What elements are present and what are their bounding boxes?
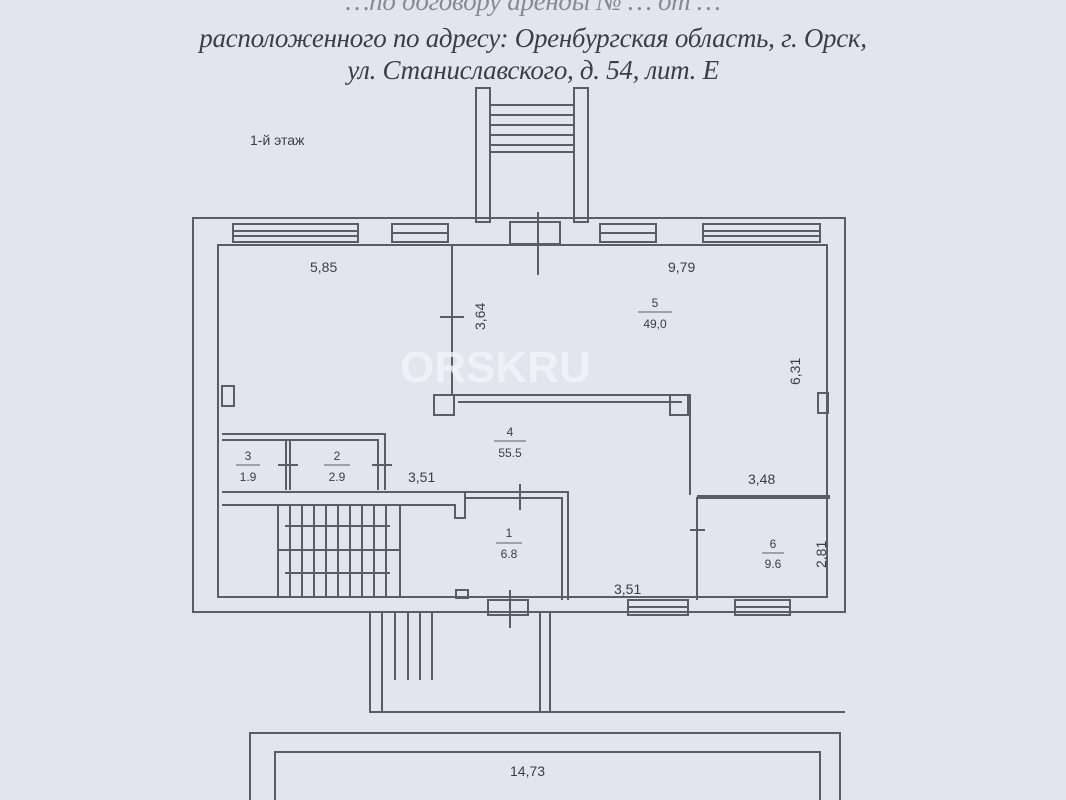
svg-text:1: 1 — [506, 526, 513, 540]
room-4: 455.5 — [494, 425, 526, 460]
inner-wall — [217, 244, 828, 598]
svg-text:6: 6 — [770, 537, 777, 551]
room-1: 16.8 — [496, 526, 522, 561]
watermark: ORSKRU — [400, 343, 591, 392]
room-5: 549,0 — [638, 296, 672, 331]
bottom-porch — [369, 612, 845, 713]
svg-text:5: 5 — [652, 296, 659, 310]
lower-building — [249, 732, 841, 800]
svg-text:55.5: 55.5 — [498, 446, 522, 460]
svg-text:1.9: 1.9 — [240, 470, 257, 484]
partition-walls — [446, 245, 698, 600]
dim-room6-height: 2,81 — [813, 541, 829, 568]
dim-corridor: 3,51 — [408, 469, 435, 485]
dim-right-side: 6,31 — [787, 358, 803, 385]
svg-text:3: 3 — [245, 449, 252, 463]
header-line-3: ул. Станиславского, д. 54, лит. Е — [347, 55, 719, 85]
dim-bottom: 3,51 — [614, 581, 641, 597]
dim-room6-width: 3,48 — [748, 471, 775, 487]
header-line-1: …по договору аренды № … от … — [345, 0, 721, 16]
svg-text:6.8: 6.8 — [501, 547, 518, 561]
dim-top-left: 5,85 — [310, 259, 337, 275]
svg-text:4: 4 — [507, 425, 514, 439]
svg-text:49,0: 49,0 — [643, 317, 667, 331]
windows-top — [232, 212, 821, 275]
room-3: 31.9 — [236, 449, 260, 484]
outer-wall — [192, 217, 846, 613]
header-line-2: расположенного по адресу: Оренбургская о… — [199, 23, 867, 53]
room-2: 22.9 — [324, 449, 350, 484]
svg-text:9.6: 9.6 — [765, 557, 782, 571]
dim-top-right: 9,79 — [668, 259, 695, 275]
interior-stair — [277, 505, 400, 597]
svg-text:2: 2 — [334, 449, 341, 463]
top-staircase — [475, 87, 589, 223]
svg-text:2.9: 2.9 — [329, 470, 346, 484]
room-6: 69.6 — [762, 537, 784, 571]
floor-label: 1-й этаж — [250, 132, 305, 148]
dim-lower-building: 14,73 — [510, 763, 545, 779]
dim-partition: 3,64 — [472, 303, 488, 330]
windows-bottom — [487, 590, 791, 628]
